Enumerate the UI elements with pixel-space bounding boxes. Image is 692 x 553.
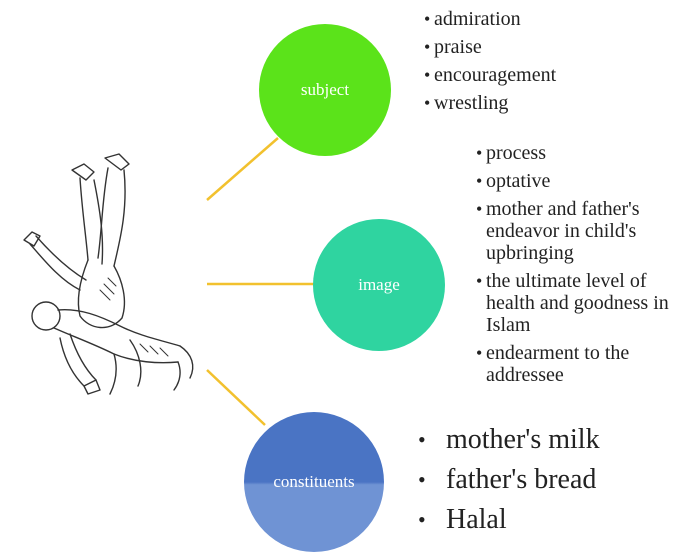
list-item: •admiration [424,8,521,30]
node-constituents-label: constituents [273,472,355,491]
node-subject: subject [259,24,391,156]
list-item: •mother's milk [418,424,600,455]
connector-subject [206,137,279,201]
list-item: •encouragement [424,64,557,86]
wrestlers-icon [23,153,194,395]
node-image: image [313,219,445,351]
list-item: •father's bread [418,464,597,495]
list-item: •optative [476,170,551,192]
list-item: •endearment to the addressee [476,342,630,386]
list-item: •praise [424,36,482,58]
list-item: •process [476,142,546,164]
node-constituents: constituents [244,412,384,552]
list-item: •mother and father's endeavor in child's… [476,198,640,264]
image-items: •process •optative •mother and father's … [476,142,690,386]
list-item: •wrestling [424,92,509,114]
list-item: •Halal [418,504,507,535]
connector-constituents [206,369,266,426]
node-image-label: image [358,275,400,294]
list-item: •the ultimate level of health and goodne… [476,270,669,336]
node-subject-label: subject [300,80,350,99]
constituents-items: •mother's milk •father's bread •Halal [418,422,688,538]
subject-items: •admiration •praise •encouragement •wres… [424,8,684,114]
